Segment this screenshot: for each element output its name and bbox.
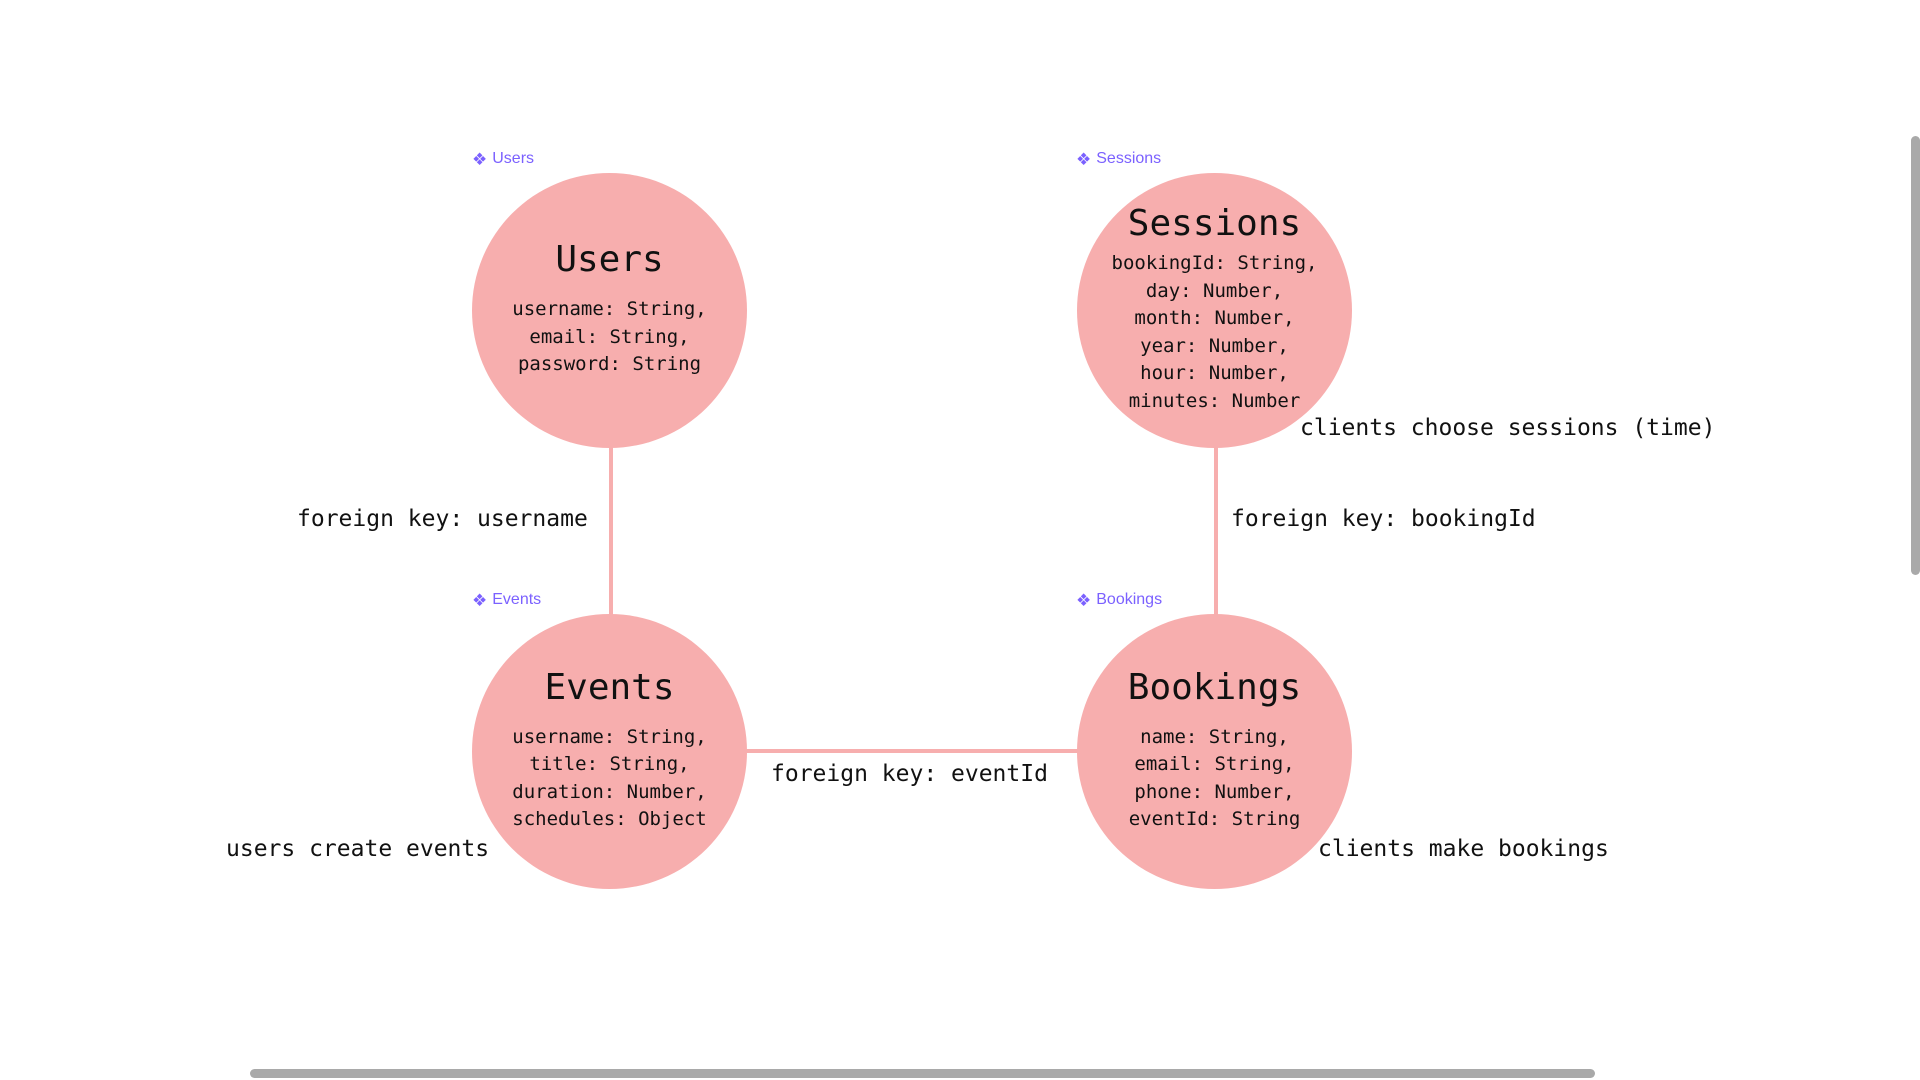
entity-sessions[interactable]: Sessions bookingId: String, day: Number,… (1077, 173, 1352, 448)
component-icon: ❖ (472, 590, 488, 610)
entity-field: minutes: Number (1128, 389, 1301, 412)
component-tag-bookings[interactable]: ❖ Bookings (1076, 591, 1162, 609)
entity-field: username: String, (512, 725, 707, 748)
horizontal-scrollbar[interactable] (250, 1069, 1595, 1078)
component-icon: ❖ (1076, 590, 1092, 610)
entity-field: name: String, (1140, 725, 1289, 748)
entity-field: hour: Number, (1140, 362, 1289, 384)
entity-title: Sessions (1127, 203, 1302, 244)
entity-users[interactable]: Users username: String, email: String, p… (472, 173, 747, 448)
entity-fields: name: String, email: String, phone: Numb… (1129, 724, 1301, 834)
entity-field: phone: Number, (1134, 780, 1295, 803)
entity-field: email: String, (1134, 753, 1295, 775)
entity-field: schedules: Object (512, 808, 707, 830)
entity-field: email: String, (529, 325, 690, 348)
component-tag-sessions[interactable]: ❖ Sessions (1076, 150, 1161, 168)
entity-field: username: String, (512, 298, 707, 321)
component-tag-events[interactable]: ❖ Events (472, 591, 541, 609)
component-tag-users[interactable]: ❖ Users (472, 150, 534, 168)
component-tag-label: Users (492, 150, 535, 167)
component-icon: ❖ (1076, 149, 1092, 169)
annotation-users-create-events: users create events (226, 836, 490, 862)
component-tag-label: Events (492, 591, 542, 608)
entity-field: eventId: String (1128, 808, 1301, 830)
entity-field: title: String, (529, 753, 690, 775)
entity-title: Bookings (1127, 666, 1302, 708)
component-icon: ❖ (472, 149, 488, 169)
entity-field: password: String (517, 353, 702, 376)
entity-title: Users (555, 239, 664, 281)
entity-bookings[interactable]: Bookings name: String, email: String, ph… (1077, 614, 1352, 889)
entity-title: Events (544, 666, 675, 708)
entity-fields: username: String, email: String, passwor… (512, 296, 706, 379)
relation-label-bookingid: foreign key: bookingId (1231, 506, 1536, 532)
connector-users-events (609, 446, 613, 616)
entity-field: month: Number, (1134, 307, 1295, 329)
entity-events[interactable]: Events username: String, title: String, … (472, 614, 747, 889)
entity-fields: bookingId: String, day: Number, month: N… (1112, 250, 1318, 415)
connector-events-bookings (745, 749, 1080, 753)
entity-field: duration: Number, (512, 780, 707, 803)
vertical-scrollbar[interactable] (1911, 136, 1920, 575)
entity-field: day: Number, (1145, 279, 1284, 302)
relation-label-username: foreign key: username (297, 506, 588, 532)
relation-label-eventid: foreign key: eventId (771, 761, 1048, 787)
entity-fields: username: String, title: String, duratio… (512, 724, 706, 834)
entity-field: year: Number, (1140, 334, 1289, 357)
annotation-clients-choose-sessions: clients choose sessions (time) (1300, 415, 1716, 441)
component-tag-label: Bookings (1096, 591, 1163, 608)
connector-sessions-bookings (1214, 446, 1218, 616)
annotation-clients-make-bookings: clients make bookings (1318, 836, 1609, 862)
component-tag-label: Sessions (1096, 150, 1162, 167)
entity-field: bookingId: String, (1111, 252, 1318, 274)
